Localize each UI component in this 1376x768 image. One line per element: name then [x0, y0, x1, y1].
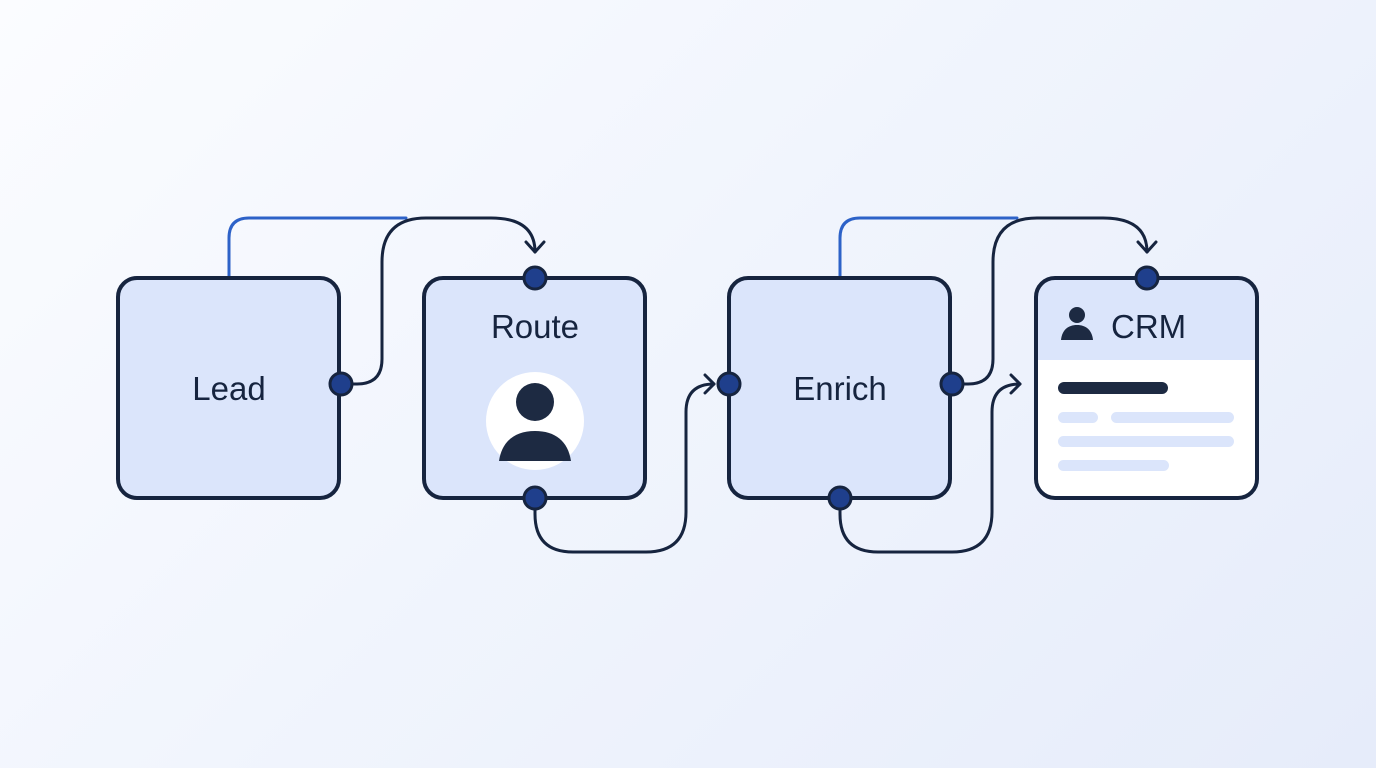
arrowhead-into-crm-side [1009, 373, 1022, 395]
node-route[interactable]: Route [422, 276, 647, 500]
port-route-bottom[interactable] [522, 485, 548, 511]
edge-lead-to-route-accent [227, 216, 408, 278]
edge-enrich-to-crm [950, 216, 1149, 386]
edge-group-enrich-crm [838, 216, 1158, 554]
port-enrich-bottom[interactable] [827, 485, 853, 511]
node-route-label: Route [491, 308, 579, 345]
node-crm[interactable]: CRM [1034, 276, 1259, 500]
edge-group-route-enrich [533, 373, 716, 554]
node-lead[interactable]: Lead [116, 276, 341, 500]
edge-group-lead-route [227, 216, 546, 386]
arrowhead-into-enrich [703, 373, 716, 395]
person-avatar-icon [486, 372, 584, 470]
edge-route-to-enrich [533, 382, 716, 554]
port-crm-top[interactable] [1134, 265, 1160, 291]
port-enrich-left[interactable] [716, 371, 742, 397]
arrowhead-into-crm [1136, 240, 1158, 254]
user-icon [1061, 307, 1093, 340]
port-route-top[interactable] [522, 265, 548, 291]
node-enrich[interactable]: Enrich [727, 276, 952, 500]
crm-record-lines [1058, 382, 1234, 471]
node-crm-label: CRM [1111, 308, 1186, 345]
node-lead-label: Lead [192, 370, 265, 407]
port-enrich-right[interactable] [939, 371, 965, 397]
port-lead-right[interactable] [328, 371, 354, 397]
edge-lead-to-route [339, 216, 537, 386]
edge-enrich-bottom-to-crm [838, 382, 1022, 554]
arrowhead-into-route [524, 240, 546, 254]
edge-enrich-to-crm-accent [838, 216, 1019, 278]
ports [328, 265, 1160, 511]
node-enrich-label: Enrich [793, 370, 887, 407]
